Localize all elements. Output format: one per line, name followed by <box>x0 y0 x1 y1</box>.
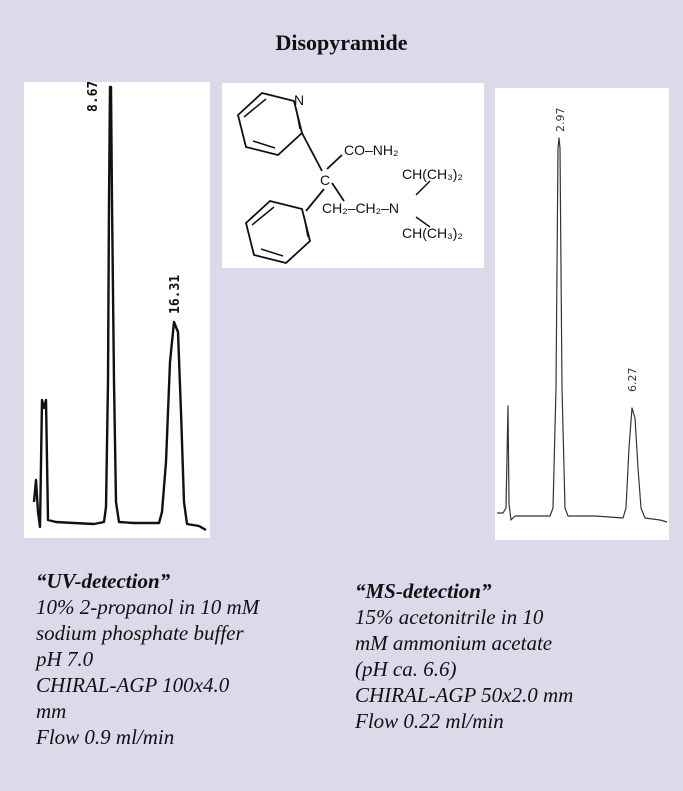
uv-condition-line: Flow 0.9 ml/min <box>36 725 175 749</box>
uv-condition-line: sodium phosphate buffer <box>36 621 244 645</box>
uv-peak-label-1: 8.67 <box>86 82 101 112</box>
uv-condition-line: 10% 2-propanol in 10 mM <box>36 595 260 619</box>
ms-condition-line: mM ammonium acetate <box>355 631 553 655</box>
ms-peak-label-2: 6.27 <box>626 368 639 393</box>
ms-condition-line: Flow 0.22 ml/min <box>355 709 504 733</box>
uv-condition-line: mm <box>36 699 67 723</box>
figure-title: Disopyramide <box>275 30 408 55</box>
ms-chromatogram-svg: 2.97 6.27 <box>497 108 668 523</box>
uv-condition-line: CHIRAL-AGP 100x4.0 <box>36 673 230 697</box>
ms-conditions: “MS-detection” 15% acetonitrile in 10 mM… <box>355 578 573 734</box>
uv-chromatogram: 8.67 16.31 <box>24 82 210 538</box>
uv-chromatogram-svg: 8.67 16.31 <box>32 82 207 532</box>
pyridine-n-label: N <box>294 92 304 108</box>
uv-conditions: “UV-detection” 10% 2-propanol in 10 mM s… <box>36 568 259 750</box>
isopropyl-bottom-label: CH(CH₃)₂ <box>402 225 463 241</box>
uv-peak-label-2: 16.31 <box>168 275 183 314</box>
ms-condition-line: 15% acetonitrile in 10 <box>355 605 544 629</box>
ms-heading: “MS-detection” <box>355 579 492 603</box>
ms-condition-line: CHIRAL-AGP 50x2.0 mm <box>355 683 574 707</box>
uv-condition-line: pH 7.0 <box>36 647 94 671</box>
ms-chromatogram: 2.97 6.27 <box>495 88 669 540</box>
ms-peak-label-1: 2.97 <box>554 108 567 133</box>
chain-label: CH₂–CH₂–N <box>322 200 399 216</box>
uv-trace <box>32 85 207 532</box>
isopropyl-top-label: CH(CH₃)₂ <box>402 166 463 182</box>
disopyramide-structure: N C CO–NH₂ CH₂–CH₂–N CH(CH₃)₂ CH(CH₃)₂ <box>222 83 484 268</box>
structure-svg: N C CO–NH₂ CH₂–CH₂–N CH(CH₃)₂ CH(CH₃)₂ <box>236 92 463 264</box>
amide-label: CO–NH₂ <box>344 142 398 158</box>
ms-condition-line: (pH ca. 6.6) <box>355 657 457 681</box>
uv-heading: “UV-detection” <box>36 569 171 593</box>
central-c-label: C <box>320 172 330 188</box>
ms-trace <box>497 137 668 523</box>
